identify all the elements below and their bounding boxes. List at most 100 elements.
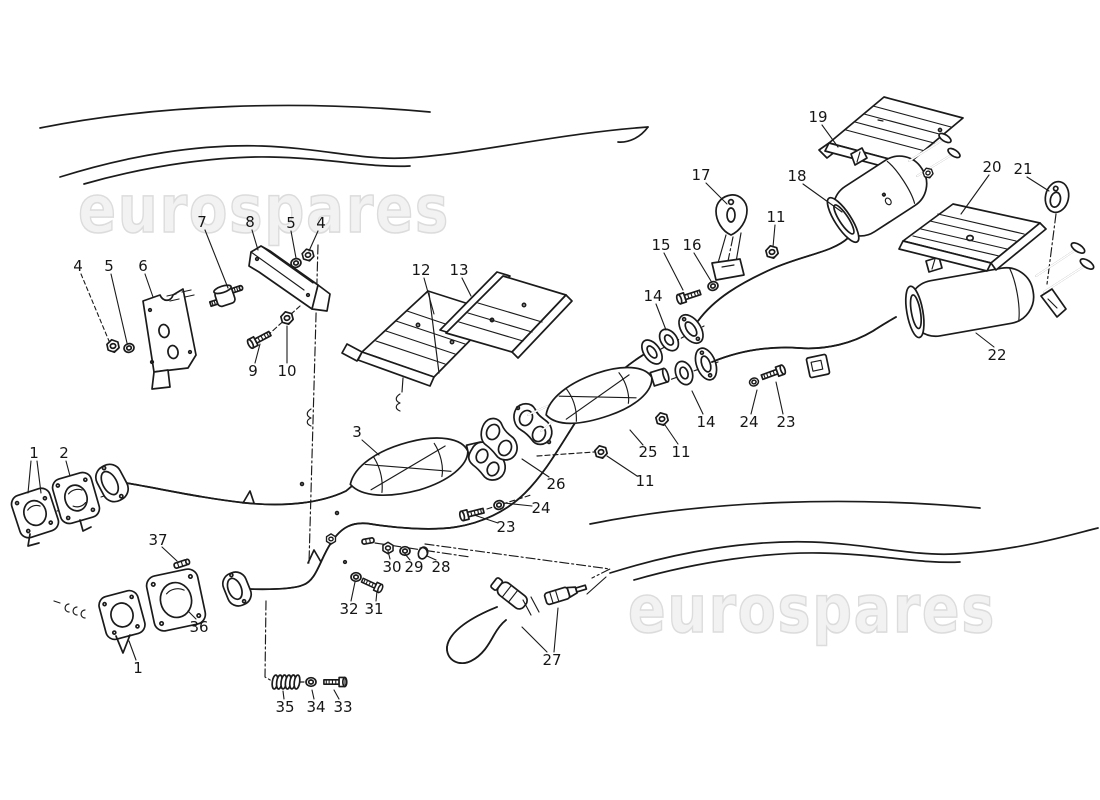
nut-4-left [105,337,121,355]
manifold-flange-1a [10,487,60,547]
part-number-label: 3 [352,423,362,441]
leader-line [663,252,684,291]
rear-pipe [712,317,896,362]
pipe-collar-lower [221,571,253,607]
gasket-26 [480,417,518,461]
leader-line [473,514,499,524]
catalytic-converter-rear [545,366,670,425]
leader-line [521,626,548,653]
leader-line [772,224,776,248]
part-number-label: 18 [787,167,806,185]
leader-line [553,607,559,653]
leader-line [606,455,638,477]
heat-shield-13 [439,271,573,359]
nut-11-lower [593,443,609,461]
leader-line [333,689,340,700]
part-number-label: 1 [29,444,39,462]
part-number-label: 9 [248,362,258,380]
part-number-label: 35 [275,698,294,716]
washer-5-left [122,341,136,355]
part-number-label: 30 [382,558,401,576]
pipe-mount-block [805,353,831,379]
part-number-label: 19 [808,108,827,126]
muffler-22 [904,242,1095,339]
leader-line [350,581,356,602]
part-number-label: 21 [1013,160,1032,178]
leader-line [187,610,197,620]
part-number-label: 14 [643,287,662,305]
part-number-label: 31 [364,600,383,618]
bolt-15 [674,287,703,306]
leader-line [110,273,128,344]
part-number-label: 36 [189,618,208,636]
leader-line [251,229,259,251]
spring-35 [271,674,301,690]
part-number-label: 11 [671,443,690,461]
part-number-label: 11 [766,208,785,226]
riser-pipe-flange [678,313,704,345]
part-number-label: 11 [635,472,654,490]
cap-28 [417,546,429,560]
leader-line [775,381,784,415]
part-number-label: 22 [987,346,1006,364]
leader-line [423,277,435,315]
washer-32 [350,571,362,583]
part-number-label: 4 [316,214,326,232]
part-number-label: 28 [431,558,450,576]
leader-line [960,174,990,215]
leader-line [65,460,71,477]
part-number-label: 37 [148,531,167,549]
catalytic-converter-front [349,437,486,497]
part-number-label: 20 [982,158,1001,176]
leader-line [693,252,712,282]
leader-line [691,390,704,415]
channel-bracket-8 [248,245,331,312]
part-number-label: 24 [531,499,550,517]
front-pipe-lower [246,350,650,589]
part-number-label: 13 [449,261,468,279]
part-number-label: 1 [133,659,143,677]
part-number-label: 34 [306,698,325,716]
part-number-label: 25 [638,443,657,461]
part-number-label: 32 [339,600,358,618]
part-number-label: 2 [59,444,69,462]
leader-line [426,555,437,561]
rubber-mount-7 [208,284,244,308]
leader-line [664,424,679,445]
part-number-label: 15 [651,236,670,254]
leader-line [975,332,995,348]
leader-line [144,273,154,298]
washer-24-left [492,498,506,512]
part-number-label: 4 [73,257,83,275]
hanger-bracket-17 [711,194,748,281]
converter-outlet-flange [467,441,506,481]
rear-pipe-flange [694,347,718,381]
ring-gasket-14-front [658,328,680,352]
leader-line [254,343,261,364]
part-number-label: 5 [286,214,296,232]
oxygen-sensor-cable [447,577,540,664]
leader-line [128,640,137,661]
part-number-label: 23 [496,518,515,536]
leader-line [1026,176,1050,192]
part-number-label: 6 [138,257,148,275]
leader-line [282,690,285,700]
flange-36 [145,568,207,632]
leader-line [461,277,472,297]
bolt-23-right [759,363,788,383]
pipe-end-flange [641,339,663,365]
alignment-dashes [166,289,195,302]
leader-line [521,458,550,478]
washer-34 [305,676,317,688]
mounting-plate-6 [142,288,197,390]
part-number-label: 14 [696,413,715,431]
leader-line [503,502,533,507]
part-number-label: 29 [404,558,423,576]
stud-end-marks [53,600,86,619]
part-number-label: 26 [546,475,565,493]
leader-line [802,183,843,213]
leader-line [655,303,667,331]
part-number-label: 12 [411,261,430,279]
shield-clip-marks [306,393,401,427]
